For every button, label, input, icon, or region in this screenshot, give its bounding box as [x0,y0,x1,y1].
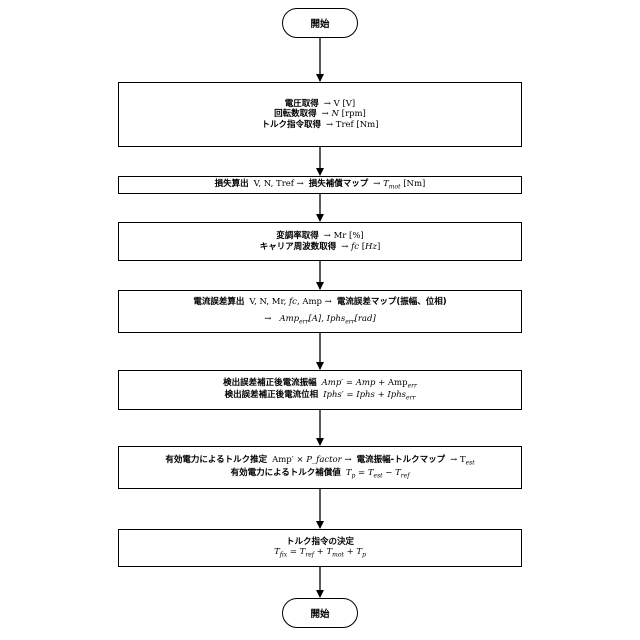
current-error-output: → Amperr[A], Iphserr[rad] [264,314,376,326]
voltage-output: → V [V] [324,99,355,110]
step3-line2: キャリア周波数取得 → fc [Hz] [260,242,381,253]
end-terminal: 開始 [282,598,358,628]
step5-line2: 検出誤差補正後電流位相 Iphs′ = Iphs + Iphserr [225,390,416,402]
start-terminal: 開始 [282,8,358,38]
current-error-inputs: V, N, Mr, fc, Amp → [249,297,331,308]
corrected-amplitude-formula: Amp′ = Amp + Amperr [322,378,417,390]
step-acquire-inputs: 電圧取得 → V [V] 回転数取得 → N [rpm] トルク指令取得 → T… [118,82,522,147]
step-loss-calculation: 損失算出 V, N, Tref → 損失補償マップ → Tmot [Nm] [118,176,522,194]
final-torque-formula: Tfix = Tref + Tmot + Tp [274,547,366,559]
step1-line3: トルク指令取得 → Tref [Nm] [261,120,378,131]
corrected-phase-formula: Iphs′ = Iphs + Iphserr [323,390,415,402]
step-corrected-current: 検出誤差補正後電流振幅 Amp′ = Amp + Amperr 検出誤差補正後電… [118,370,522,410]
estimated-torque-output: → Test [450,455,475,467]
loss-torque-output: → Tmot [Nm] [373,179,425,191]
carrier-freq-output: → fc [Hz] [341,242,380,253]
step-torque-estimation: 有効電力によるトルク推定 Amp′ × P_factor → 電流振幅-トルクマ… [118,446,522,489]
step2-line1: 損失算出 V, N, Tref → 損失補償マップ → Tmot [Nm] [215,179,426,191]
step1-line2: 回転数取得 → N [rpm] [274,109,366,120]
step-modulation-carrier: 変調率取得 → Mr [%] キャリア周波数取得 → fc [Hz] [118,222,522,261]
speed-output: → N [rpm] [322,109,366,120]
step7-line2: Tfix = Tref + Tmot + Tp [274,547,366,559]
step6-line2: 有効電力によるトルク補償値 Tp = Test − Tref [231,468,410,480]
step1-line1: 電圧取得 → V [V] [285,99,355,110]
end-label: 開始 [310,606,329,620]
power-factor-input: Amp′ × P_factor → [272,455,351,466]
step6-line1: 有効電力によるトルク推定 Amp′ × P_factor → 電流振幅-トルクマ… [165,455,474,467]
step-current-error: 電流誤差算出 V, N, Mr, fc, Amp → 電流誤差マップ(振幅、位相… [118,290,522,333]
step4-line1: 電流誤差算出 V, N, Mr, fc, Amp → 電流誤差マップ(振幅、位相… [193,297,446,308]
step4-line2: → Amperr[A], Iphserr[rad] [264,314,376,326]
torque-ref-output: → Tref [Nm] [326,120,379,131]
step7-line1: トルク指令の決定 [286,537,354,548]
step-torque-command-decision: トルク指令の決定 Tfix = Tref + Tmot + Tp [118,529,522,567]
step3-line1: 変調率取得 → Mr [%] [276,231,364,242]
step5-line1: 検出誤差補正後電流振幅 Amp′ = Amp + Amperr [223,378,417,390]
start-label: 開始 [310,16,329,30]
torque-compensation-formula: Tp = Test − Tref [346,468,410,480]
